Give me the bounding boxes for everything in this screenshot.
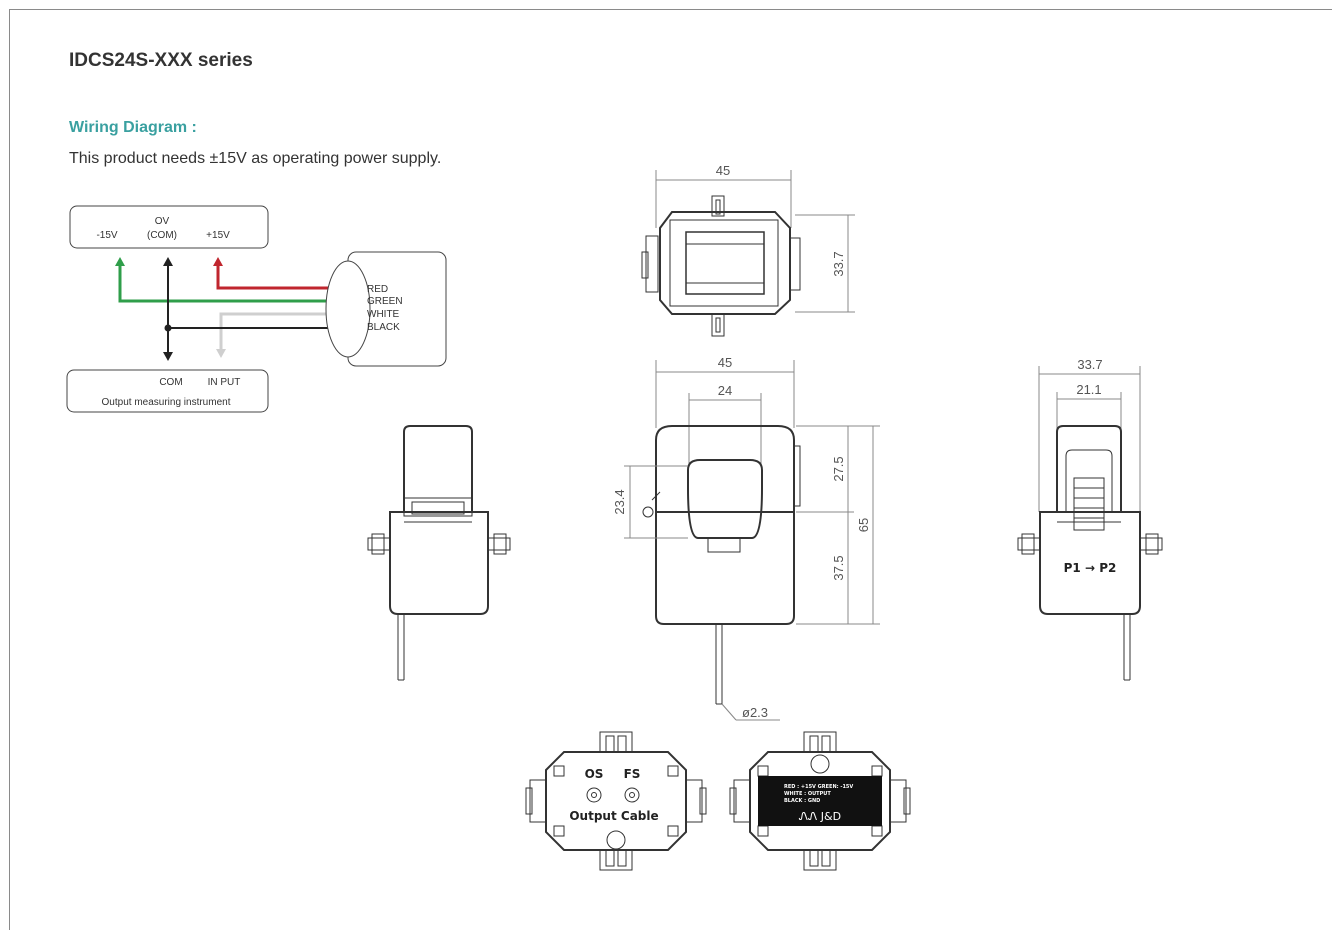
page-frame xyxy=(9,9,1332,930)
pos15v-label: +15V xyxy=(206,230,230,241)
com-label: (COM) xyxy=(147,230,177,241)
neg15v-label: -15V xyxy=(96,230,117,241)
label-line-2: WHITE : OUTPUT xyxy=(784,791,831,797)
red-arrow xyxy=(213,257,223,266)
black-arrow-down xyxy=(163,352,173,361)
green-arrow xyxy=(115,257,125,266)
white-arrow xyxy=(216,349,226,358)
bottom-left-view xyxy=(525,731,707,871)
ov-label: OV xyxy=(155,216,170,227)
wiring-diagram: OV -15V (COM) +15V RED GREEN WHITE BLACK… xyxy=(66,205,447,413)
bottom-right-view xyxy=(729,731,911,871)
label-line-3: BLACK : GND xyxy=(784,798,820,804)
green-wire xyxy=(118,262,356,303)
black-wire xyxy=(167,262,356,355)
product-label-plate xyxy=(758,776,882,826)
page-title: IDCS24S-XXX series xyxy=(69,50,253,71)
left-view xyxy=(367,425,511,681)
dim-front-hole: 23.4 xyxy=(612,489,627,514)
dim-side-inner: 21.1 xyxy=(1076,382,1101,397)
label-line-1: RED : +15V GREEN: -15V xyxy=(784,784,853,790)
output-input-label: IN PUT xyxy=(208,377,241,388)
junction-dot xyxy=(164,324,172,332)
output-caption: Output measuring instrument xyxy=(102,397,231,408)
dim-cable-diameter: ø2.3 xyxy=(742,705,768,720)
side-view xyxy=(1017,366,1163,681)
dim-front-inner: 24 xyxy=(718,383,732,398)
dim-front-upper: 27.5 xyxy=(831,456,846,481)
output-cable-label: Output Cable xyxy=(569,809,658,823)
front-view xyxy=(624,360,880,721)
white-wire xyxy=(219,312,356,352)
wire-label-green: GREEN xyxy=(367,296,403,307)
dim-side-width: 33.7 xyxy=(1077,357,1102,372)
direction-label: P1 → P2 xyxy=(1064,561,1117,575)
black-arrow-up xyxy=(163,257,173,266)
dim-front-total: 65 xyxy=(856,518,871,532)
power-supply-box xyxy=(69,205,269,249)
fs-label: FS xyxy=(624,767,641,781)
wire-label-white: WHITE xyxy=(367,309,400,320)
description-text: This product needs ±15V as operating pow… xyxy=(69,150,442,167)
dim-front-width: 45 xyxy=(718,355,732,370)
dim-front-lower: 37.5 xyxy=(831,555,846,580)
top-view xyxy=(641,170,855,337)
os-label: OS xyxy=(585,767,604,781)
wire-label-black: BLACK xyxy=(367,322,400,333)
output-com-label: COM xyxy=(159,377,182,388)
red-wire xyxy=(216,262,356,290)
dim-top-height: 33.7 xyxy=(831,251,846,276)
cable-end xyxy=(325,260,371,358)
brand-logo: ᏁᏁ J&D xyxy=(799,810,841,823)
section-title: Wiring Diagram : xyxy=(69,119,197,136)
wire-label-red: RED xyxy=(367,284,388,295)
dim-top-width: 45 xyxy=(716,163,730,178)
output-instrument-box xyxy=(66,369,269,413)
